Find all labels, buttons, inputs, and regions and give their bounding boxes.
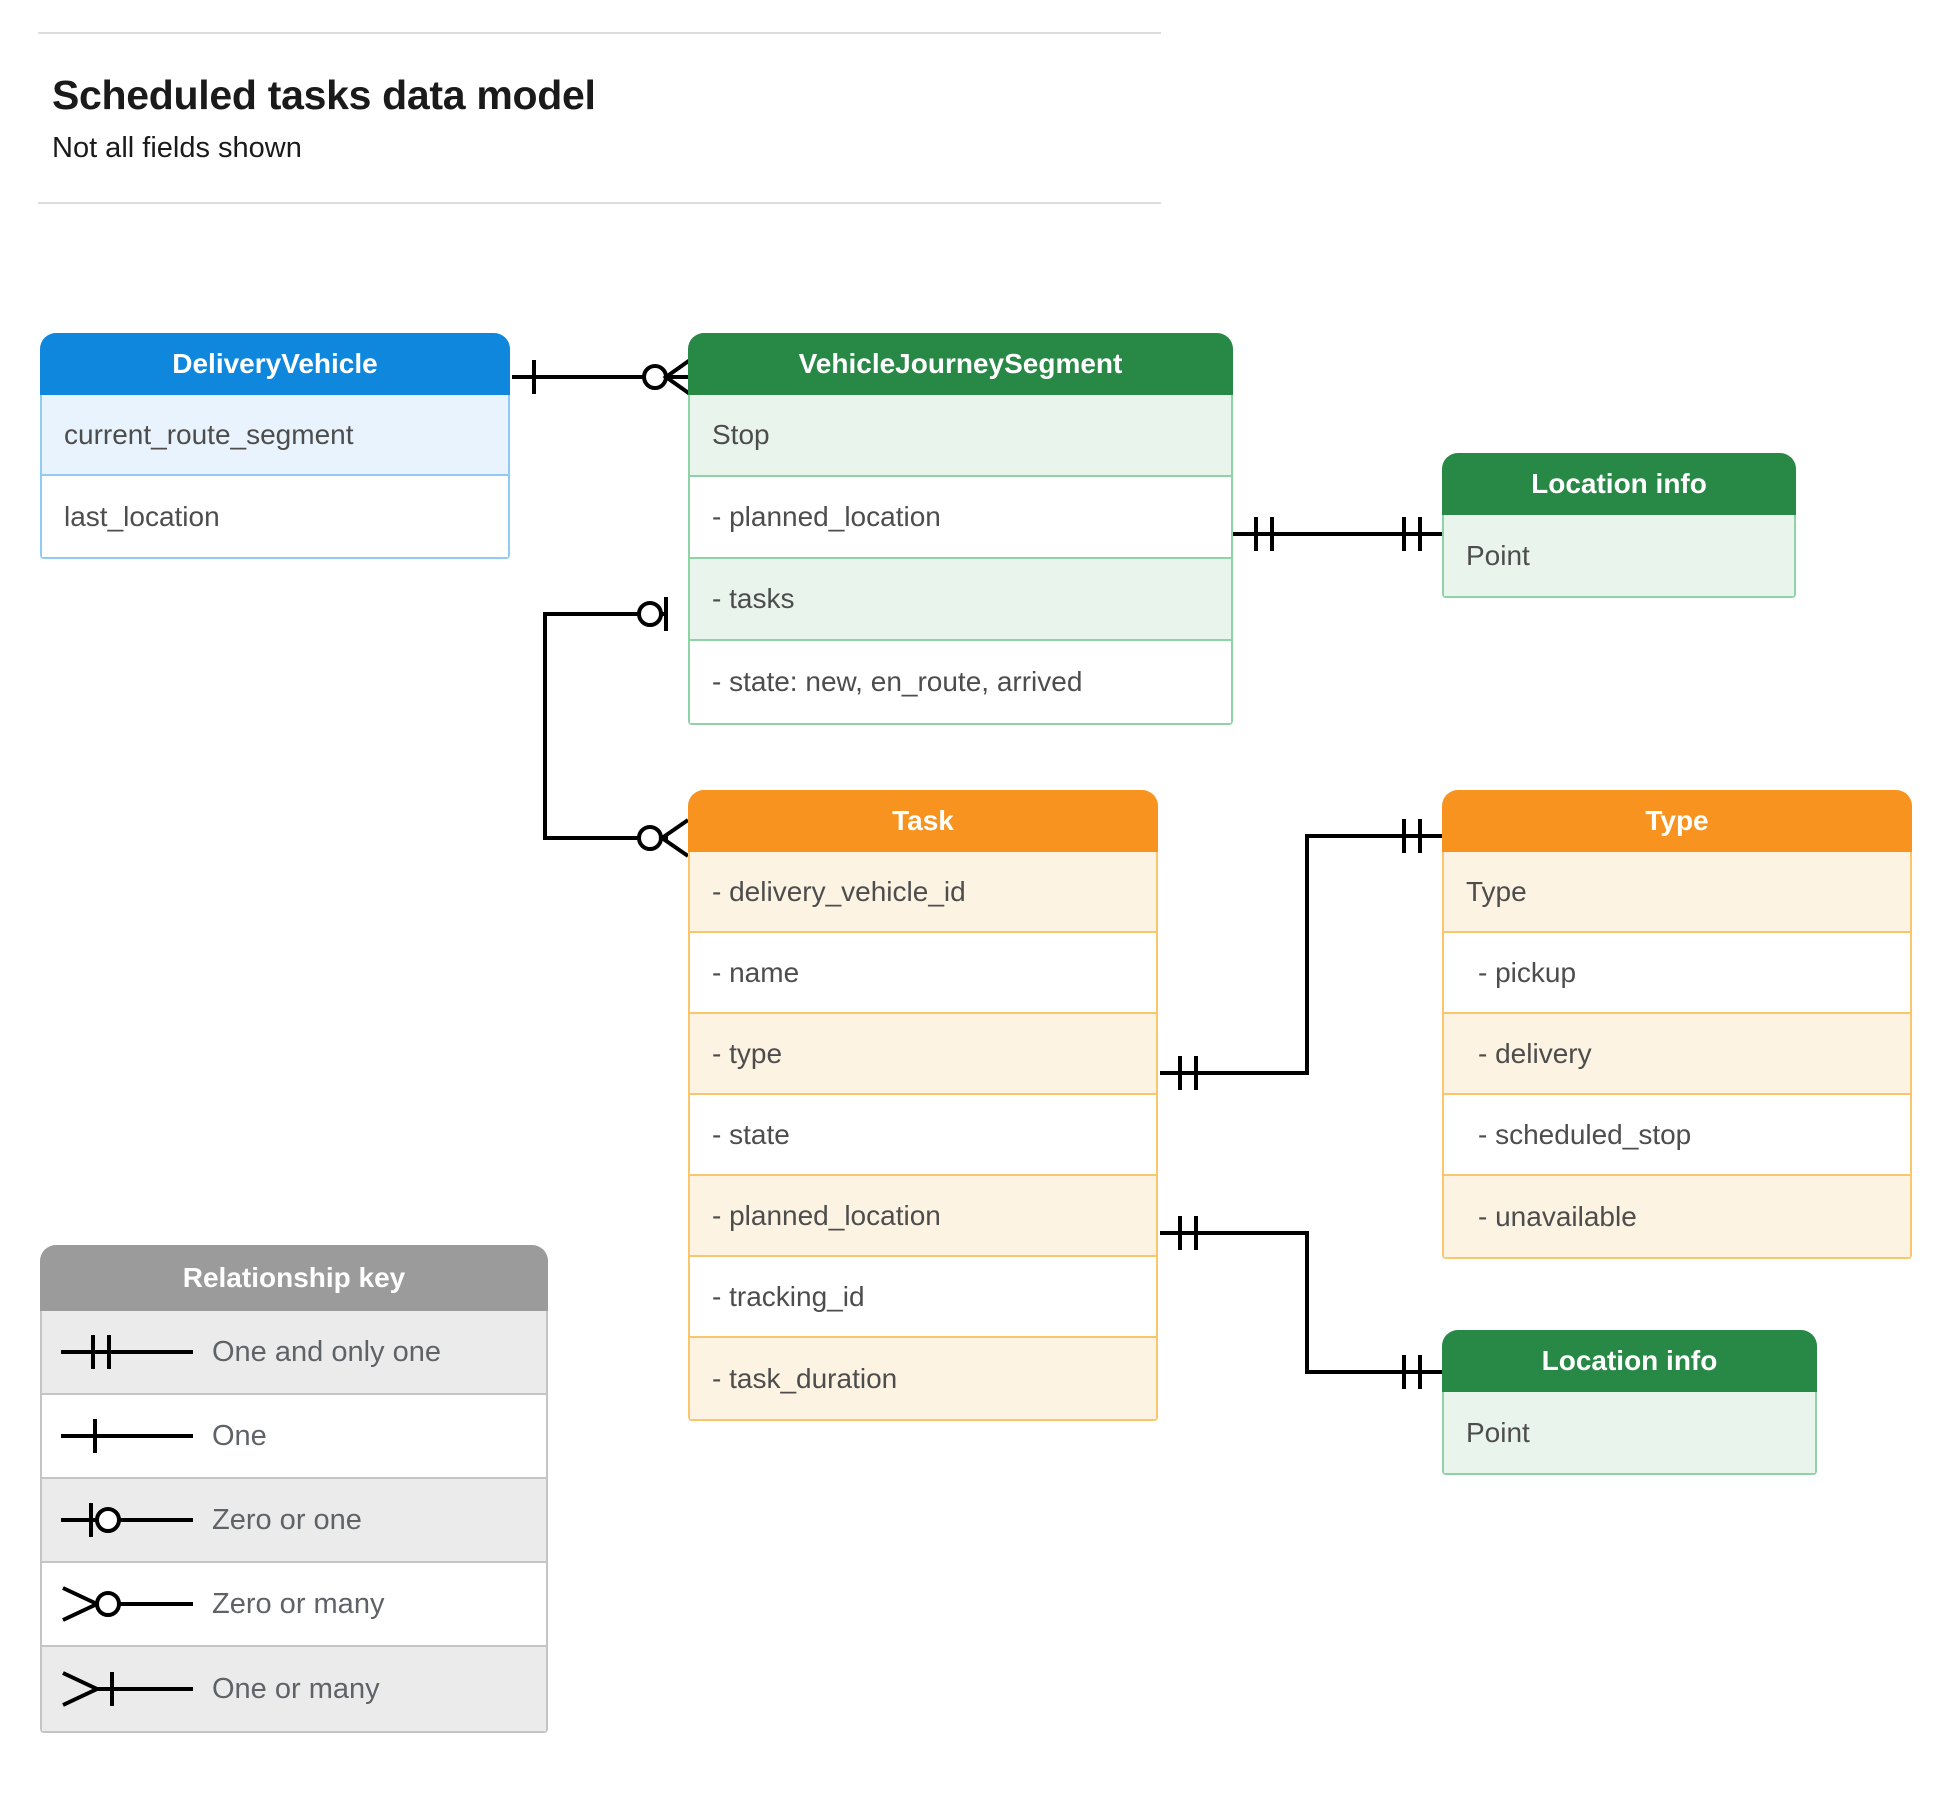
entity-location-info-bottom-fields: Point [1442, 1392, 1817, 1475]
entity-type-fields: Type - pickup - delivery - scheduled_sto… [1442, 852, 1912, 1259]
field-row[interactable]: - state [690, 1095, 1156, 1176]
field-row[interactable]: - delivery_vehicle_id [690, 852, 1156, 933]
legend-item-one-and-only-one[interactable]: One and only one [42, 1311, 546, 1395]
entity-vehicle-journey-segment[interactable]: VehicleJourneySegment Stop - planned_loc… [688, 333, 1233, 725]
one-icon [42, 1413, 212, 1459]
field-row[interactable]: Point [1444, 515, 1794, 596]
entity-location-info-bottom[interactable]: Location info Point [1442, 1330, 1817, 1475]
field-row[interactable]: - task_duration [690, 1338, 1156, 1419]
legend-title: Relationship key [40, 1245, 548, 1311]
line-vjs-task [543, 612, 668, 840]
entity-delivery-vehicle[interactable]: DeliveryVehicle current_route_segment la… [40, 333, 510, 559]
legend-relationship-key[interactable]: Relationship key One and only one [40, 1245, 548, 1733]
legend-item-label: Zero or one [212, 1503, 362, 1536]
entity-delivery-vehicle-title: DeliveryVehicle [40, 333, 510, 395]
line-task-type [1160, 834, 1444, 1075]
field-row[interactable]: - delivery [1444, 1014, 1910, 1095]
legend-item-one-or-many[interactable]: One or many [42, 1647, 546, 1731]
page-title: Scheduled tasks data model [52, 72, 596, 118]
legend-item-label: One [212, 1419, 267, 1452]
legend-item-one[interactable]: One [42, 1395, 546, 1479]
entity-location-info-top-title: Location info [1442, 453, 1796, 515]
zero-or-many-icon [42, 1581, 212, 1627]
entity-task-title: Task [688, 790, 1158, 852]
field-row[interactable]: - tasks [690, 559, 1231, 641]
field-row[interactable]: - planned_location [690, 477, 1231, 559]
legend-rows: One and only one One [40, 1311, 548, 1733]
legend-item-label: One and only one [212, 1335, 441, 1368]
marker-zero-circle [642, 364, 668, 390]
marker-crowsfoot [662, 358, 692, 396]
field-row[interactable]: - tracking_id [690, 1257, 1156, 1338]
field-row[interactable]: Type [1444, 852, 1910, 933]
entity-location-info-top-fields: Point [1442, 515, 1796, 598]
entity-location-info-bottom-title: Location info [1442, 1330, 1817, 1392]
field-row[interactable]: - state: new, en_route, arrived [690, 641, 1231, 723]
entity-task[interactable]: Task - delivery_vehicle_id - name - type… [688, 790, 1158, 1421]
field-row[interactable]: Point [1444, 1392, 1815, 1473]
legend-item-label: Zero or many [212, 1587, 385, 1620]
one-or-many-icon [42, 1666, 212, 1712]
legend-item-zero-or-many[interactable]: Zero or many [42, 1563, 546, 1647]
entity-type-title: Type [1442, 790, 1912, 852]
page-subtitle: Not all fields shown [52, 132, 302, 164]
entity-vehicle-journey-segment-fields: Stop - planned_location - tasks - state:… [688, 395, 1233, 725]
zero-or-one-icon [42, 1497, 212, 1543]
legend-item-zero-or-one[interactable]: Zero or one [42, 1479, 546, 1563]
entity-location-info-top[interactable]: Location info Point [1442, 453, 1796, 598]
field-row[interactable]: - scheduled_stop [1444, 1095, 1910, 1176]
entity-type[interactable]: Type Type - pickup - delivery - schedule… [1442, 790, 1912, 1259]
header-divider-top [38, 32, 1161, 34]
field-row[interactable]: - pickup [1444, 933, 1910, 1014]
field-row[interactable]: - planned_location [690, 1176, 1156, 1257]
field-row[interactable]: - type [690, 1014, 1156, 1095]
header-divider-bottom [38, 202, 1161, 204]
legend-item-label: One or many [212, 1672, 380, 1705]
one-and-only-one-icon [42, 1329, 212, 1375]
field-row[interactable]: - name [690, 933, 1156, 1014]
field-row[interactable]: current_route_segment [42, 395, 508, 476]
entity-delivery-vehicle-fields: current_route_segment last_location [40, 395, 510, 559]
field-row[interactable]: Stop [690, 395, 1231, 477]
line-task-location [1160, 1231, 1444, 1374]
field-row[interactable]: last_location [42, 476, 508, 557]
field-row[interactable]: - unavailable [1444, 1176, 1910, 1257]
entity-task-fields: - delivery_vehicle_id - name - type - st… [688, 852, 1158, 1421]
entity-vehicle-journey-segment-title: VehicleJourneySegment [688, 333, 1233, 395]
